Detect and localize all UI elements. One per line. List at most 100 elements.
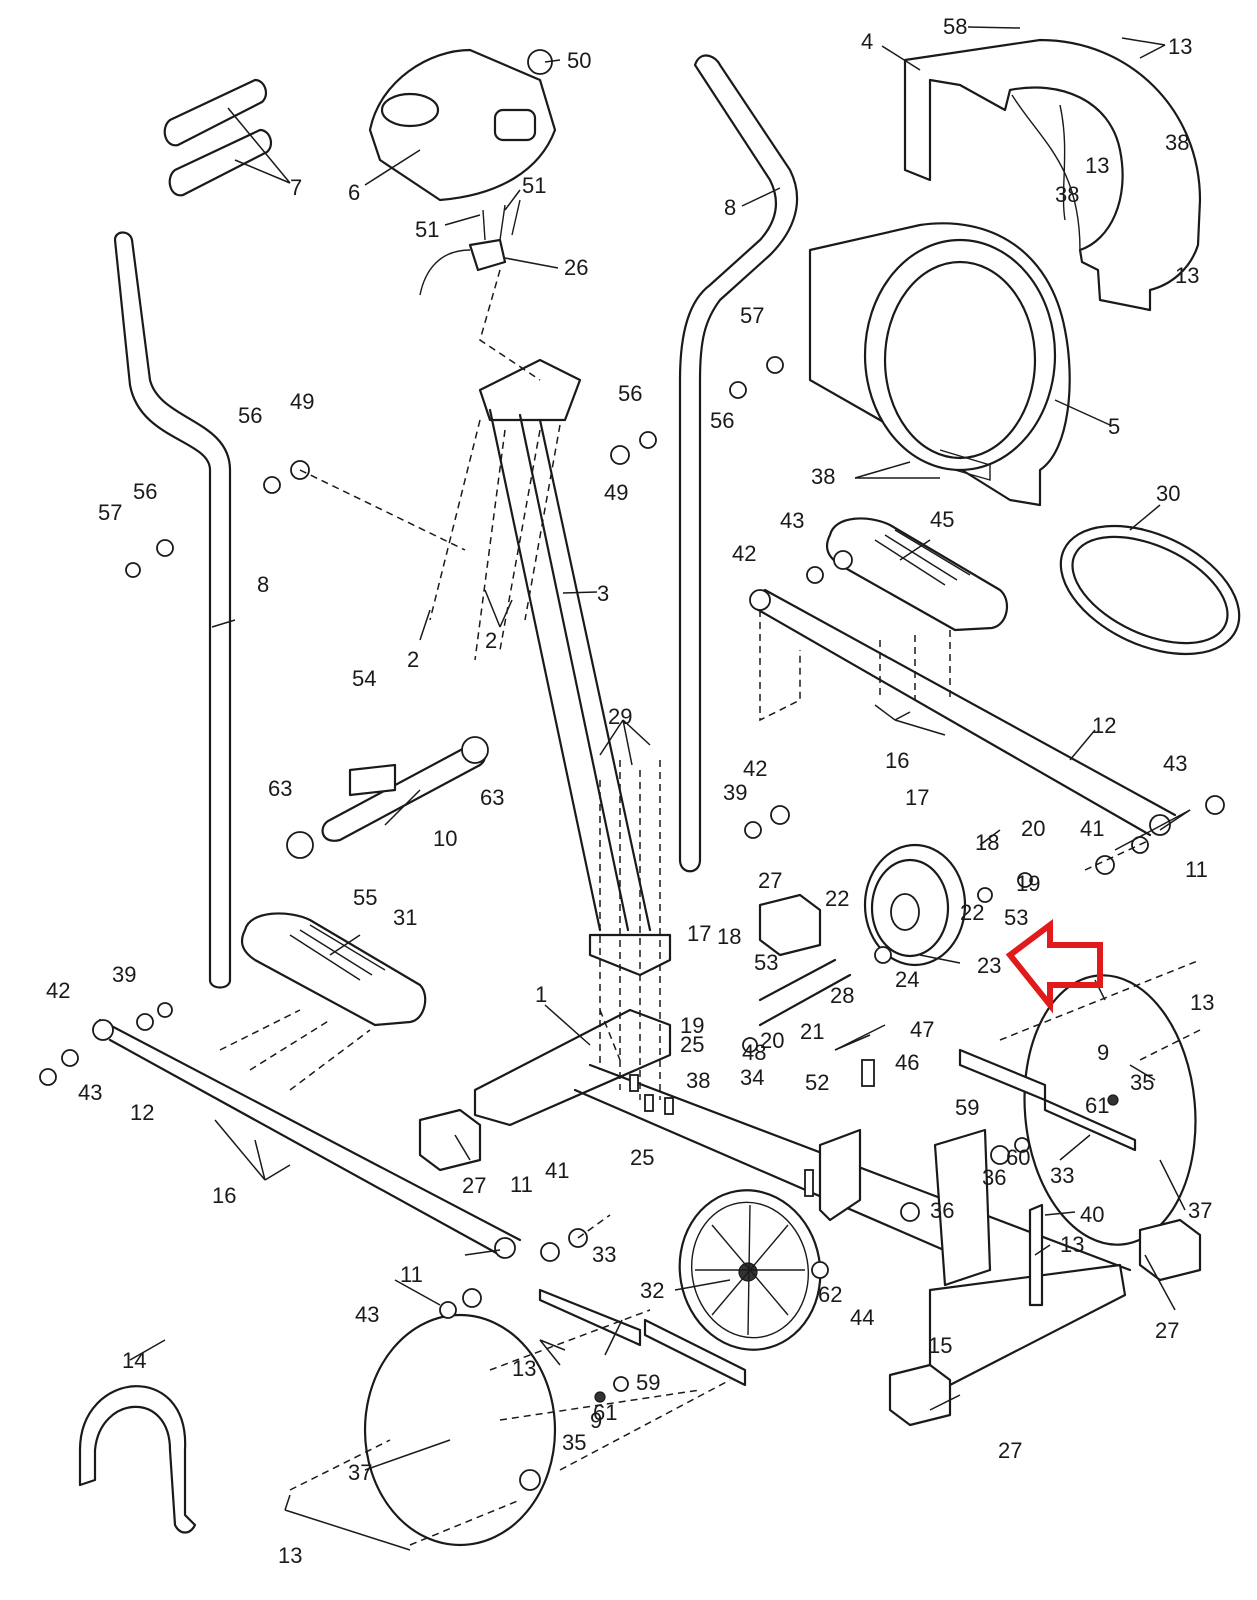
callout: 20 bbox=[1021, 816, 1045, 841]
bracket-part-59-right bbox=[958, 1048, 1047, 1102]
callout: 52 bbox=[805, 1070, 829, 1095]
callout: 21 bbox=[800, 1019, 824, 1044]
callout: 57 bbox=[740, 303, 764, 328]
callout: 53 bbox=[754, 950, 778, 975]
pedal-tube-part-12-right bbox=[749, 588, 1177, 837]
callout: 61 bbox=[1085, 1093, 1109, 1118]
callout: 36 bbox=[982, 1165, 1006, 1190]
front-shroud-part-5 bbox=[808, 222, 1071, 507]
callout: 47 bbox=[910, 1017, 934, 1042]
upright-part-3 bbox=[478, 358, 672, 977]
callout: 19 bbox=[1016, 871, 1040, 896]
brake-bracket-part-34 bbox=[818, 1128, 862, 1222]
callout: 43 bbox=[355, 1302, 379, 1327]
callout: 3 bbox=[597, 581, 609, 606]
callout: 18 bbox=[975, 830, 999, 855]
callout: 11 bbox=[400, 1262, 423, 1287]
callout: 18 bbox=[717, 924, 741, 949]
callout: 57 bbox=[98, 500, 122, 525]
callout: 13 bbox=[1190, 990, 1214, 1015]
callout: 22 bbox=[960, 900, 984, 925]
callout: 13 bbox=[1175, 263, 1199, 288]
callout: 63 bbox=[480, 785, 504, 810]
callout: 51 bbox=[522, 173, 546, 198]
callout: 56 bbox=[618, 381, 642, 406]
bracket-part-33-right bbox=[1043, 1098, 1137, 1152]
callout: 39 bbox=[112, 962, 136, 987]
callout: 29 bbox=[608, 704, 632, 729]
callout: 16 bbox=[212, 1183, 236, 1208]
callout: 41 bbox=[1080, 816, 1104, 841]
drive-belt-part-30 bbox=[1059, 524, 1241, 656]
bracket-part-59-left bbox=[643, 1318, 747, 1387]
callout: 45 bbox=[930, 507, 954, 532]
handgrips-part-7 bbox=[163, 78, 273, 197]
callout: 51 bbox=[415, 217, 439, 242]
callout: 19 bbox=[680, 1013, 704, 1038]
clip-part-14 bbox=[78, 1385, 197, 1534]
callout: 10 bbox=[433, 826, 457, 851]
left-handlebar-part-8 bbox=[113, 231, 232, 989]
callout: 37 bbox=[1188, 1198, 1212, 1223]
callout: 13 bbox=[1085, 153, 1109, 178]
callout: 35 bbox=[1130, 1070, 1154, 1095]
callout: 31 bbox=[393, 905, 417, 930]
callout: 12 bbox=[1092, 713, 1116, 738]
callout: 40 bbox=[1080, 1202, 1104, 1227]
console-part-6 bbox=[368, 48, 557, 202]
callout: 1 bbox=[535, 982, 547, 1007]
callout: 43 bbox=[780, 508, 804, 533]
callout: 16 bbox=[885, 748, 909, 773]
callout: 44 bbox=[850, 1305, 874, 1330]
pedal-part-45 bbox=[825, 517, 1009, 632]
callout: 25 bbox=[630, 1145, 654, 1170]
callout: 33 bbox=[1050, 1163, 1074, 1188]
callout: 42 bbox=[732, 541, 756, 566]
callout: 50 bbox=[567, 48, 591, 73]
callout: 27 bbox=[998, 1438, 1022, 1463]
callout: 7 bbox=[290, 175, 302, 200]
callout: 8 bbox=[257, 572, 269, 597]
end-cap-part-27-a bbox=[758, 893, 822, 957]
callout: 27 bbox=[1155, 1318, 1179, 1343]
callout: 25 bbox=[680, 1032, 704, 1057]
callout: 53 bbox=[1004, 905, 1028, 930]
callout: 60 bbox=[1006, 1145, 1030, 1170]
frame-part-1 bbox=[473, 1008, 1132, 1387]
callout: 63 bbox=[268, 776, 292, 801]
assembly-lines bbox=[219, 269, 1201, 1546]
callout: 26 bbox=[564, 255, 588, 280]
callout: 39 bbox=[723, 780, 747, 805]
right-handlebar-part-8 bbox=[678, 54, 799, 873]
callout: 56 bbox=[238, 403, 262, 428]
callout: 38 bbox=[1055, 182, 1079, 207]
callout: 42 bbox=[46, 978, 70, 1003]
rear-shroud-part-4 bbox=[903, 38, 1202, 312]
axle-part-21 bbox=[758, 973, 852, 1027]
callout: 13 bbox=[512, 1356, 536, 1381]
callout: 4 bbox=[861, 29, 873, 54]
callout: 56 bbox=[133, 479, 157, 504]
side-disc-part-37-left bbox=[363, 1313, 557, 1547]
callout: 9 bbox=[1097, 1040, 1109, 1065]
end-cap-part-27-b bbox=[418, 1108, 482, 1172]
callout: 35 bbox=[562, 1430, 586, 1455]
pulley-part-23 bbox=[758, 843, 967, 1002]
callout: 2 bbox=[485, 628, 497, 653]
callout: 59 bbox=[955, 1095, 979, 1120]
pedal-arm-part-10 bbox=[286, 736, 489, 859]
highlight-arrow bbox=[1005, 919, 1103, 1014]
callout: 61 bbox=[593, 1400, 617, 1425]
callout-labels: 58 4 13 13 38 38 13 50 7 6 51 51 26 8 57… bbox=[46, 14, 1214, 1568]
callout: 15 bbox=[928, 1333, 952, 1358]
hardware-set bbox=[39, 356, 1225, 1403]
callout: 30 bbox=[1156, 481, 1180, 506]
pedal-part-31 bbox=[240, 912, 427, 1027]
callout: 2 bbox=[407, 647, 419, 672]
callout: 20 bbox=[760, 1028, 784, 1053]
callout: 17 bbox=[687, 921, 711, 946]
callout: 14 bbox=[122, 1348, 146, 1373]
callout: 36 bbox=[930, 1198, 954, 1223]
callout: 6 bbox=[348, 180, 360, 205]
